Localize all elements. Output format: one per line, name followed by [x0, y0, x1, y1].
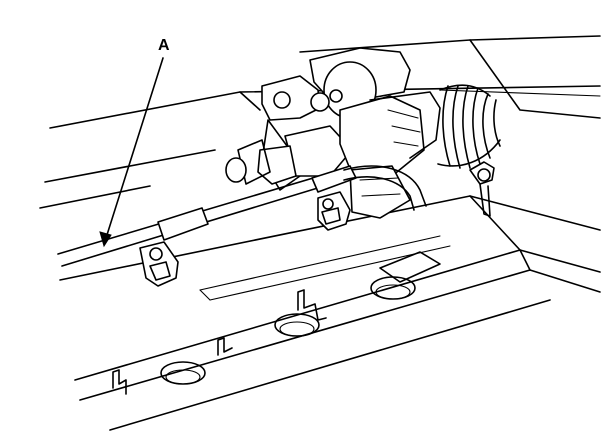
intake-hose [437, 84, 501, 217]
callout-a-leader-line [105, 57, 164, 239]
throttle-body [225, 47, 441, 219]
callout-a: A [99, 37, 170, 248]
spark-plug-holes [160, 276, 416, 385]
callout-a-label: A [158, 37, 170, 54]
wire-clips [112, 289, 327, 395]
valve-cover [59, 195, 601, 431]
cable-brackets [139, 191, 351, 287]
callout-a-arrowhead [99, 231, 112, 248]
